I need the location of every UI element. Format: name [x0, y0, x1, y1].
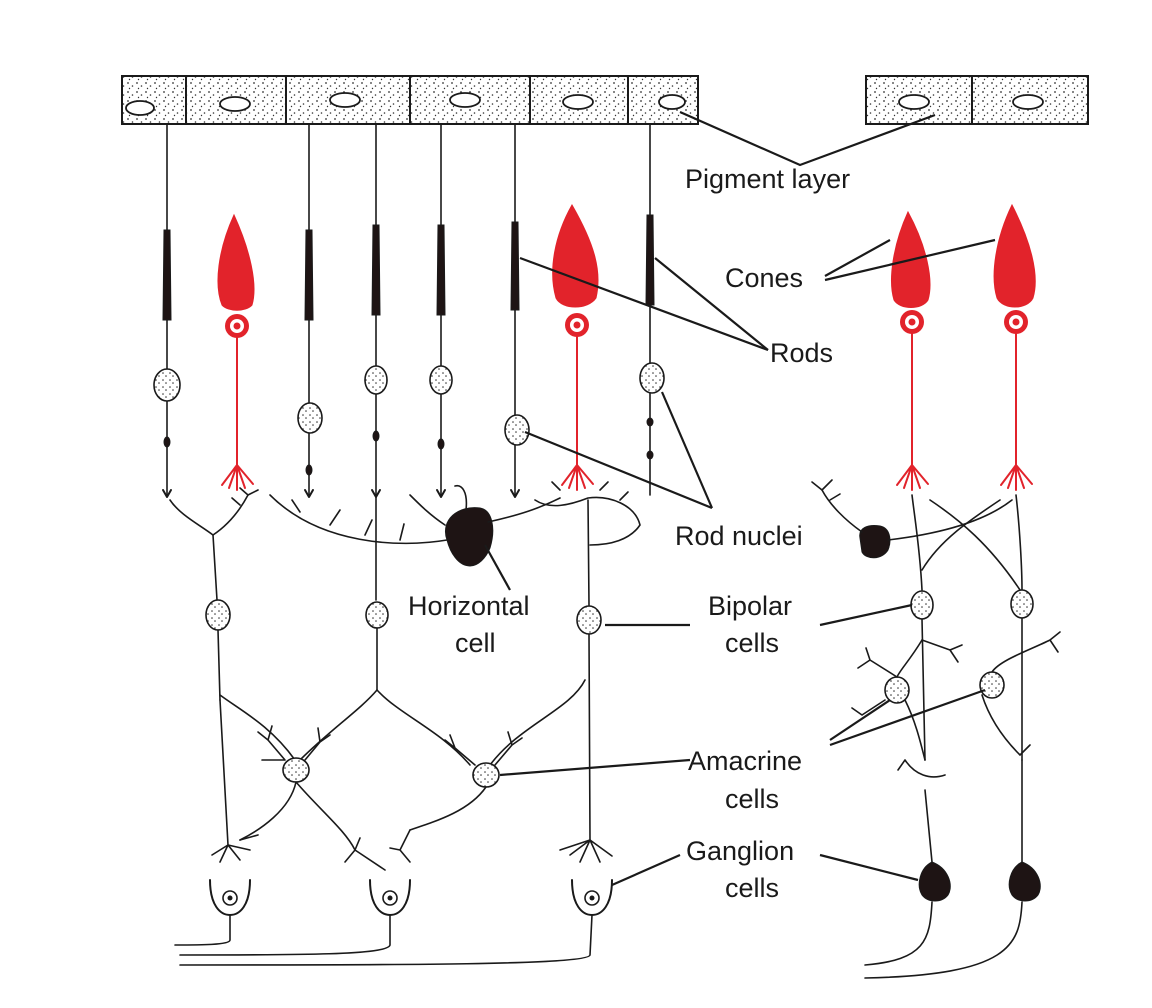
label-rod-nuclei: Rod nuclei — [675, 521, 803, 551]
ganglion-cell — [864, 759, 1041, 979]
bipolar-cell — [534, 481, 641, 841]
cone — [993, 203, 1036, 491]
amacrine-cells — [219, 631, 1061, 851]
ganglion-cell — [179, 829, 411, 956]
cone — [552, 203, 599, 491]
label-horizontal-cell-line1: Horizontal — [408, 591, 530, 621]
label-rods: Rods — [770, 338, 833, 368]
horizontal-cells — [269, 479, 1013, 567]
bipolar-cell — [365, 496, 389, 691]
label-amacrine-cells-line1: Amacrine — [688, 746, 802, 776]
pigment-cells-right — [865, 75, 1089, 125]
pigment-cells-left — [121, 75, 699, 125]
bipolar-cell — [910, 494, 934, 761]
labels: Pigment layer Cones Rods Rod nuclei Hori… — [408, 164, 850, 903]
bipolar-cell — [1010, 494, 1034, 761]
bipolar-cell — [169, 487, 259, 701]
rods — [153, 123, 665, 498]
label-cones: Cones — [725, 263, 803, 293]
bipolar-cells — [169, 481, 1034, 841]
rod — [364, 123, 388, 496]
rod — [153, 123, 181, 496]
label-bipolar-cells-line1: Bipolar — [708, 591, 792, 621]
label-ganglion-cells-line1: Ganglion — [686, 836, 794, 866]
ganglion-cells — [174, 699, 1041, 979]
ganglion-cell — [864, 789, 951, 966]
rod — [639, 123, 665, 496]
label-ganglion-cells-line2: cells — [725, 873, 779, 903]
cone — [891, 210, 931, 491]
label-amacrine-cells-line2: cells — [725, 784, 779, 814]
ganglion-cell — [174, 699, 259, 946]
cone — [217, 213, 255, 491]
pigment-layer — [121, 75, 1089, 125]
label-pigment-layer: Pigment layer — [685, 164, 850, 194]
leader-lines — [484, 110, 996, 887]
label-horizontal-cell-line2: cell — [455, 628, 496, 658]
label-bipolar-cells-line2: cells — [725, 628, 779, 658]
rod — [504, 123, 530, 496]
rod — [429, 123, 453, 496]
cones — [217, 203, 1036, 491]
ganglion-cell — [179, 839, 613, 966]
rod — [297, 123, 323, 496]
